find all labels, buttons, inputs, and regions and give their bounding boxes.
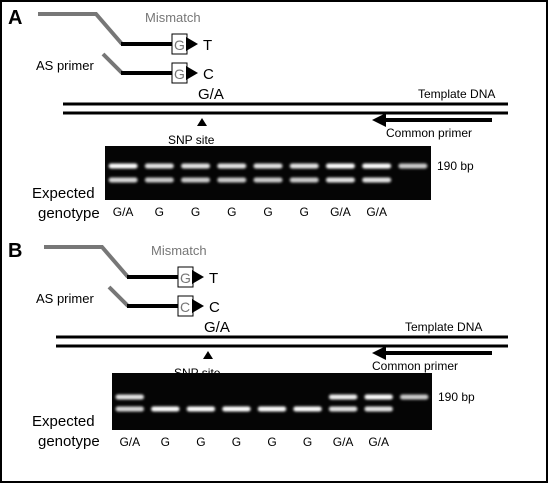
common-primer-arrowhead	[372, 346, 386, 360]
expected-label-line2: genotype	[38, 205, 100, 222]
as-primer-bottom-hook	[107, 285, 130, 308]
gel-band-upper	[325, 163, 355, 169]
gel-band-upper	[400, 394, 429, 400]
mismatch-label: Mismatch	[151, 243, 207, 258]
mismatch-base-bottom: C	[180, 299, 190, 315]
as-primer-label: AS primer	[36, 291, 94, 306]
lane-genotype-label: G/A	[119, 435, 140, 449]
lane-genotype-label: G	[300, 205, 309, 219]
lane-genotype-label: G	[191, 205, 200, 219]
gel-band-lower	[364, 406, 393, 412]
gel-band-lower	[151, 406, 180, 412]
lane-genotype-label: G	[196, 435, 205, 449]
panel-letter: B	[8, 240, 22, 262]
size-marker-label: 190 bp	[438, 390, 475, 404]
primer-top-end-base: T	[209, 270, 218, 287]
lane-genotype-label: G/A	[113, 205, 134, 219]
gel-band-lower	[181, 177, 211, 183]
gel-image	[105, 146, 431, 200]
gel-band-lower	[362, 177, 392, 183]
mismatch-base-top: G	[180, 270, 191, 286]
gel-band-upper	[144, 163, 174, 169]
gel-band-upper	[398, 163, 428, 169]
expected-label-line1: Expected	[32, 185, 95, 202]
lane-genotype-label: G	[267, 435, 276, 449]
expected-label-line1: Expected	[32, 413, 95, 430]
snp-site-marker	[203, 351, 213, 359]
gel-band-lower	[108, 177, 138, 183]
mismatch-base-bottom: G	[174, 66, 185, 82]
primer-top-end-base: T	[203, 37, 212, 54]
mismatch-base-top: G	[174, 37, 185, 53]
lane-genotype-label: G	[155, 205, 164, 219]
lane-genotype-label: G/A	[333, 435, 354, 449]
gel-image	[112, 373, 432, 430]
snp-site-marker	[197, 118, 207, 126]
primer-bottom-arrowhead	[186, 66, 198, 80]
gel-band-lower	[253, 177, 283, 183]
as-primer-label: AS primer	[36, 58, 94, 73]
primer-top-arrowhead	[186, 37, 198, 51]
gel-band-upper	[108, 163, 138, 169]
gel-band-upper	[362, 163, 392, 169]
lane-genotype-label: G	[263, 205, 272, 219]
gel-band-lower	[186, 406, 216, 412]
lane-genotype-label: G	[161, 435, 170, 449]
gel-band-upper	[289, 163, 319, 169]
gel-band-upper	[115, 394, 144, 400]
lane-genotype-label: G	[227, 205, 236, 219]
gel-band-upper	[253, 163, 283, 169]
gel-band-lower	[325, 177, 355, 183]
primer-bottom-arrowhead	[192, 299, 204, 313]
gel-band-lower	[257, 406, 287, 412]
common-primer-label: Common primer	[386, 126, 472, 140]
gel-background	[112, 373, 432, 430]
snp-allele-label: G/A	[198, 86, 224, 103]
panel-letter: A	[8, 7, 22, 29]
common-primer-arrowhead	[372, 113, 386, 127]
as-primer-top-hook	[44, 245, 130, 279]
template-dna-label: Template DNA	[418, 87, 495, 101]
as-primer-bottom-hook	[101, 52, 124, 75]
gel-band-upper	[181, 163, 211, 169]
primer-bottom-end-base: C	[209, 299, 220, 316]
lane-genotype-label: G/A	[366, 205, 387, 219]
as-primer-top-hook	[38, 12, 124, 46]
gel-band-lower	[115, 406, 144, 412]
gel-band-upper	[217, 163, 247, 169]
mismatch-label: Mismatch	[145, 10, 201, 25]
gel-background	[105, 146, 431, 200]
lane-genotype-label: G/A	[368, 435, 389, 449]
gel-band-upper	[328, 394, 358, 400]
gel-band-upper	[364, 394, 393, 400]
gel-band-lower	[293, 406, 322, 412]
lane-genotype-label: G	[303, 435, 312, 449]
template-dna-label: Template DNA	[405, 320, 482, 334]
lane-genotype-label: G/A	[330, 205, 351, 219]
snp-allele-label: G/A	[204, 319, 230, 336]
lane-genotype-label: G	[232, 435, 241, 449]
primer-top-arrowhead	[192, 270, 204, 284]
gel-band-lower	[217, 177, 247, 183]
snp-site-label: SNP site	[168, 133, 215, 147]
size-marker-label: 190 bp	[437, 159, 474, 173]
gel-band-lower	[144, 177, 174, 183]
gel-band-lower	[289, 177, 319, 183]
primer-bottom-end-base: C	[203, 66, 214, 83]
gel-band-lower	[328, 406, 358, 412]
gel-band-lower	[222, 406, 251, 412]
common-primer-label: Common primer	[372, 359, 458, 373]
expected-label-line2: genotype	[38, 433, 100, 450]
